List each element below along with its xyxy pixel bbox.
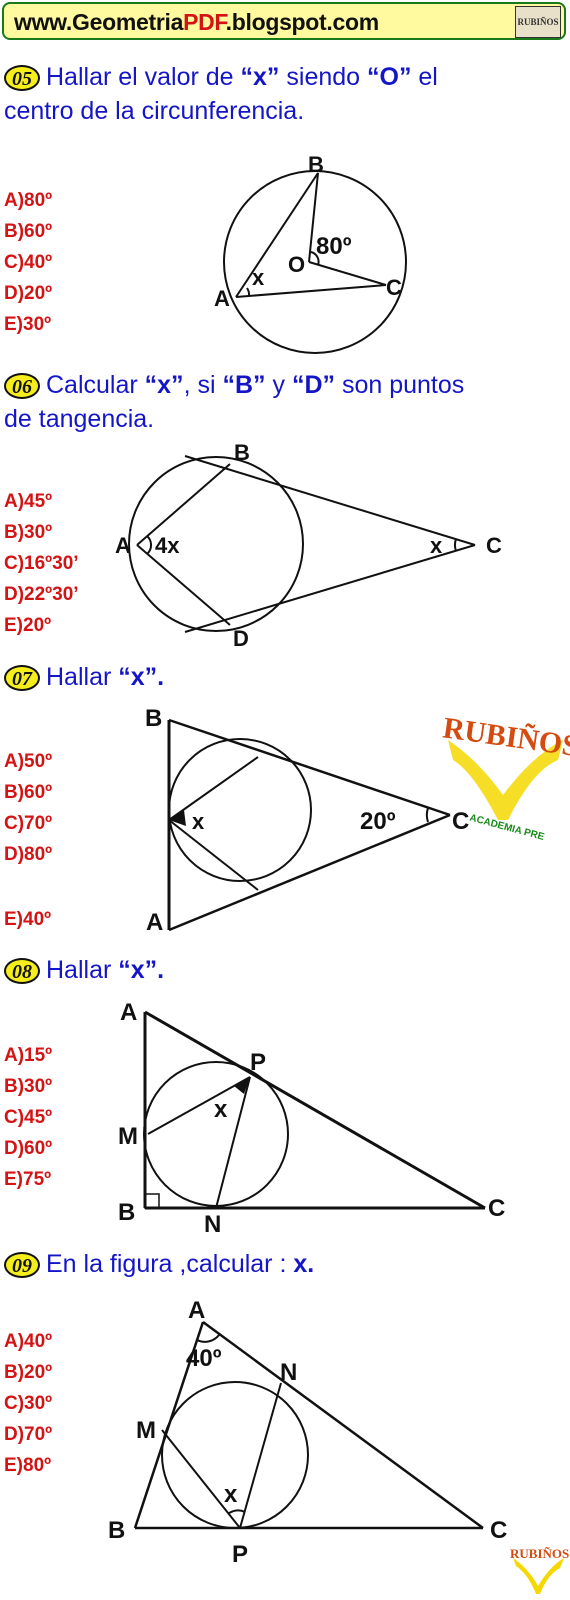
label-C: C xyxy=(486,533,502,558)
option: E)75º xyxy=(4,1169,52,1190)
option: A)40º xyxy=(4,1331,53,1352)
option: D)80º xyxy=(4,844,53,865)
label-A: A xyxy=(120,999,137,1026)
header-logo: RUBIÑOS xyxy=(515,6,561,38)
site-header: www.GeometriaPDF.blogspot.com RUBIÑOS xyxy=(2,2,566,40)
site-url[interactable]: www.GeometriaPDF.blogspot.com xyxy=(14,9,379,35)
label-x: x xyxy=(214,1096,228,1123)
problem-number-badge: 06 xyxy=(4,373,40,400)
label-angle-20: 20º xyxy=(360,808,396,835)
label-B: B xyxy=(145,705,162,732)
watermark-logo: RUBIÑOS ACADEMIA PRE xyxy=(441,711,570,843)
label-B: B xyxy=(308,152,324,177)
problem-08-figure: A P x M B N C xyxy=(118,999,505,1238)
option: D)70º xyxy=(4,1424,53,1445)
problem-06-options: A)45º B)30º C)16º30’ D)22º30’ E)20º xyxy=(4,486,79,641)
option: C)45º xyxy=(4,1107,53,1128)
option: B)30º xyxy=(4,522,53,543)
option: A)50º xyxy=(4,751,53,772)
footer-logo: RUBIÑOS xyxy=(510,1546,569,1594)
problem-09-options: A)40º B)20º C)30º D)70º E)80º xyxy=(4,1326,52,1481)
label-M: M xyxy=(118,1123,138,1150)
problem-number-badge: 08 xyxy=(4,958,40,985)
problem-07-figure: B x 20º C A xyxy=(145,705,469,936)
option: B)60º xyxy=(4,221,53,242)
label-B: B xyxy=(108,1517,125,1544)
option: D)60º xyxy=(4,1138,53,1159)
label-angle-80: 80º xyxy=(316,233,352,260)
footer-logo-text: RUBIÑOS xyxy=(510,1546,569,1561)
label-x: x xyxy=(252,265,265,290)
option: C)40º xyxy=(4,252,53,273)
option: E)20º xyxy=(4,615,52,636)
label-A: A xyxy=(188,1297,205,1324)
label-N: N xyxy=(280,1359,297,1386)
problem-05-figure: B O 80º x A C xyxy=(214,152,407,354)
option: E)80º xyxy=(4,1455,52,1476)
label-C: C xyxy=(490,1517,507,1544)
label-B: B xyxy=(118,1199,135,1226)
problem-07-option-e: E)40º xyxy=(4,904,51,935)
problem-number-badge: 07 xyxy=(4,665,40,692)
label-A: A xyxy=(115,533,131,558)
label-C: C xyxy=(488,1195,505,1222)
option: B)20º xyxy=(4,1362,53,1383)
problem-08-options: A)15º B)30º C)45º D)60º E)75º xyxy=(4,1040,52,1195)
option: E)30º xyxy=(4,314,52,335)
option: D)20º xyxy=(4,283,53,304)
label-P: P xyxy=(250,1049,266,1076)
option: B)30º xyxy=(4,1076,53,1097)
problem-07-options: A)50º B)60º C)70º D)80º xyxy=(4,746,52,870)
label-A: A xyxy=(214,286,230,311)
option: A)45º xyxy=(4,491,53,512)
option: C)30º xyxy=(4,1393,53,1414)
label-x: x xyxy=(192,809,205,834)
option: E)40º xyxy=(4,909,52,930)
label-O: O xyxy=(288,252,305,277)
option: C)70º xyxy=(4,813,53,834)
label-N: N xyxy=(204,1211,221,1238)
problem-06-figure: B A 4x x C D xyxy=(115,440,502,651)
problem-09-figure: A 40º N M x B P C xyxy=(108,1297,507,1568)
label-D: D xyxy=(233,626,249,651)
label-x: x xyxy=(430,533,443,558)
option: A)80º xyxy=(4,190,53,211)
option: D)22º30’ xyxy=(4,584,79,605)
label-angle-40: 40º xyxy=(186,1345,222,1372)
label-C: C xyxy=(452,808,469,835)
problem-05-options: A)80º B)60º C)40º D)20º E)30º xyxy=(4,185,52,340)
option: A)15º xyxy=(4,1045,53,1066)
label-angle-4x: 4x xyxy=(155,533,180,558)
label-x: x xyxy=(224,1481,238,1508)
label-C: C xyxy=(386,275,402,300)
label-P: P xyxy=(232,1541,248,1568)
label-M: M xyxy=(136,1417,156,1444)
label-B: B xyxy=(234,440,250,465)
option: C)16º30’ xyxy=(4,553,79,574)
problem-number-badge: 09 xyxy=(4,1252,40,1279)
problem-number-badge: 05 xyxy=(4,65,40,92)
label-A: A xyxy=(146,909,163,936)
option: B)60º xyxy=(4,782,53,803)
